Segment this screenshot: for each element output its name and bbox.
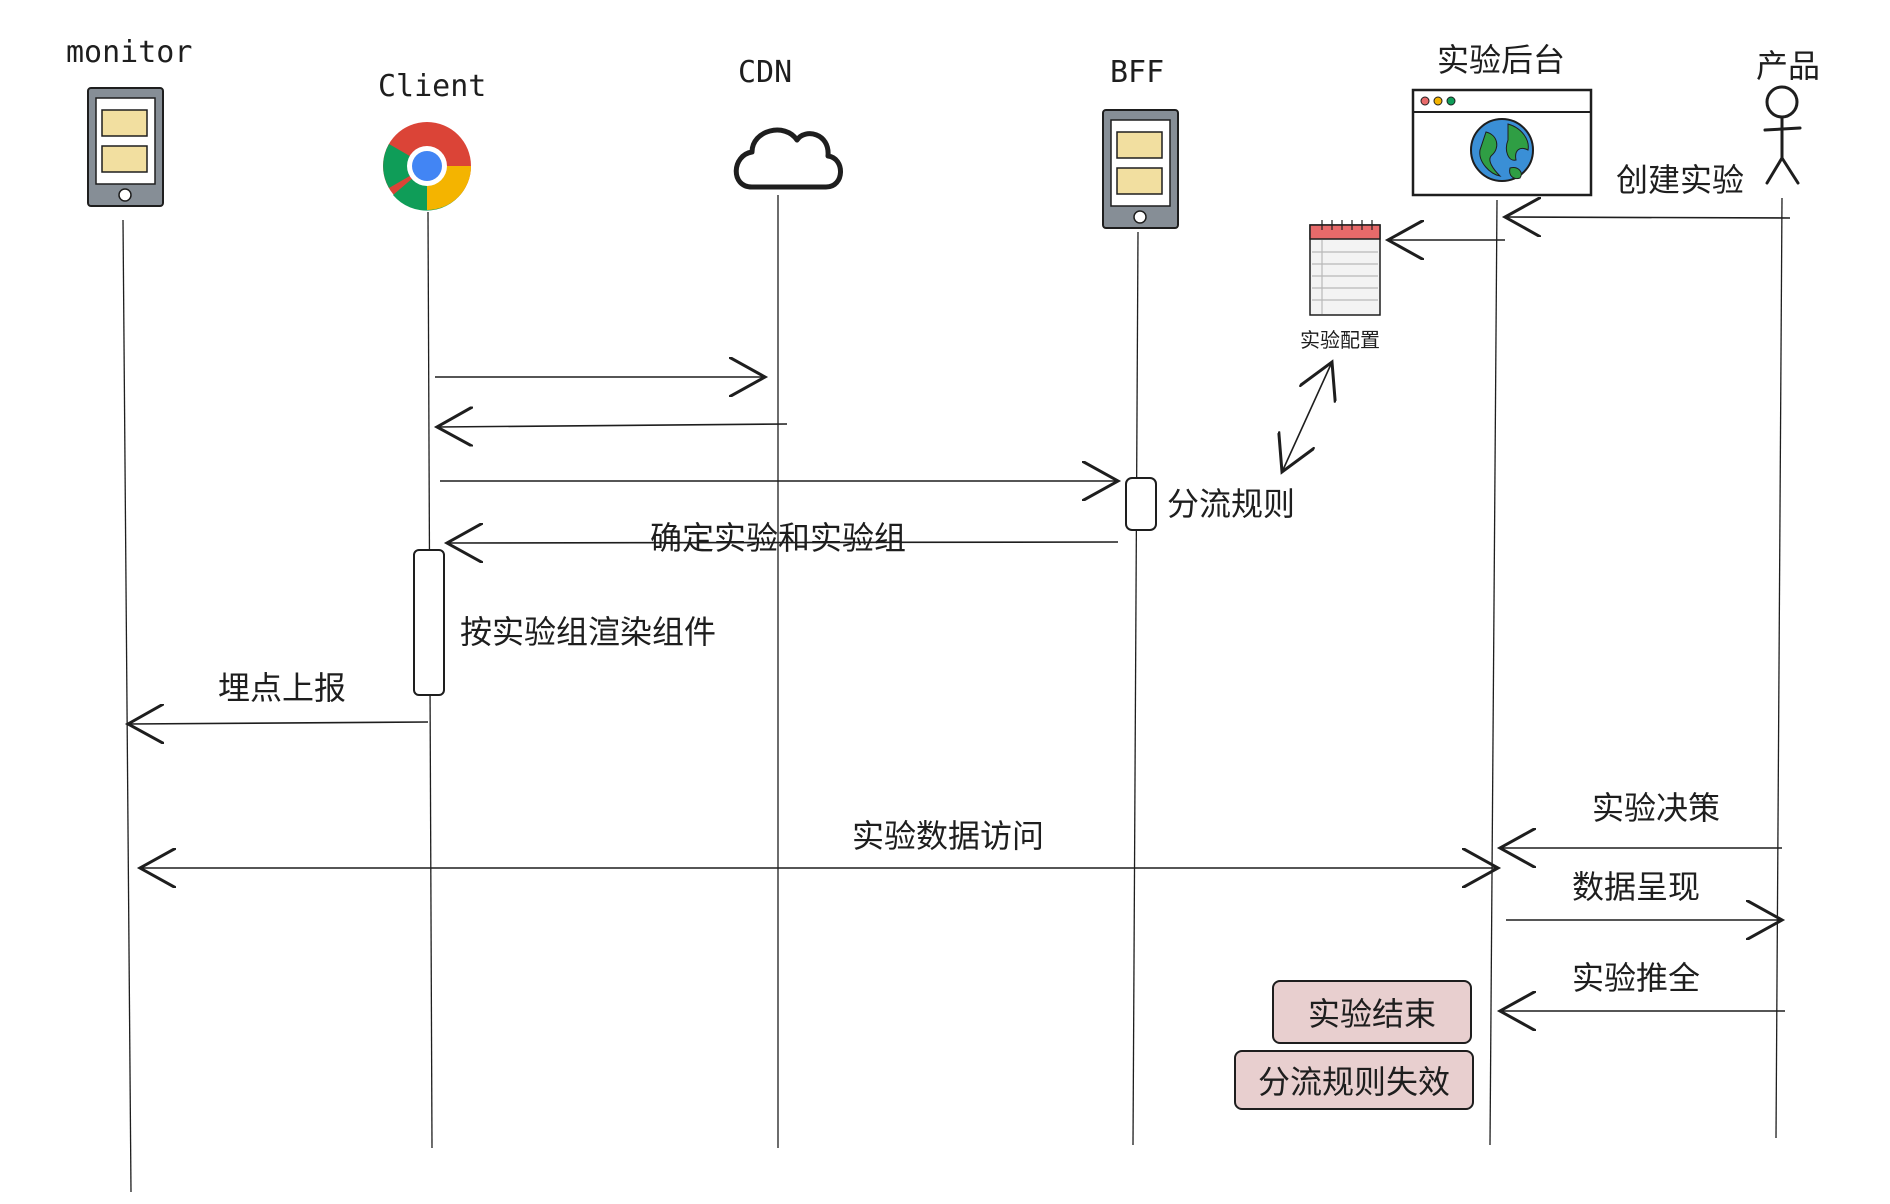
lifeline-bff bbox=[1132, 231, 1139, 1146]
config-sheet-icon bbox=[1309, 220, 1381, 316]
config-label: 实验配置 bbox=[1300, 328, 1380, 352]
client-activation-box bbox=[413, 549, 445, 696]
data-presentation-label: 数据呈现 bbox=[1572, 868, 1701, 906]
arrow-product-to-backend-create bbox=[1505, 217, 1791, 218]
arrow-cdn-to-client-response bbox=[437, 424, 788, 427]
experiment-end-note: 实验结束 bbox=[1272, 980, 1472, 1044]
create-experiment-label: 创建实验 bbox=[1616, 161, 1745, 199]
participant-client-label: Client bbox=[378, 69, 487, 104]
arrow-bff-to-client-group bbox=[447, 542, 1119, 543]
lifeline-backend bbox=[1489, 199, 1498, 1146]
split-rules-label: 分流规则 bbox=[1167, 485, 1296, 523]
arrow-client-to-monitor-report bbox=[128, 722, 429, 724]
monitor-device-icon bbox=[87, 87, 164, 207]
participant-monitor-label: monitor bbox=[66, 35, 193, 70]
arrow-config-bff-sync bbox=[1282, 362, 1332, 472]
determine-group-label: 确定实验和实验组 bbox=[650, 519, 907, 557]
split-rules-expire-note: 分流规则失效 bbox=[1234, 1050, 1474, 1110]
experiment-rollout-label: 实验推全 bbox=[1572, 959, 1701, 997]
cloud-icon bbox=[733, 127, 843, 190]
render-components-label: 按实验组渲染组件 bbox=[460, 613, 717, 651]
participant-bff-label: BFF bbox=[1110, 55, 1165, 90]
bff-activation-box bbox=[1125, 477, 1157, 531]
product-actor-icon bbox=[1763, 85, 1802, 185]
browser-window-icon bbox=[1411, 88, 1593, 197]
lifeline-product bbox=[1775, 197, 1783, 1139]
participant-backend-label: 实验后台 bbox=[1437, 41, 1566, 79]
chrome-icon bbox=[383, 122, 471, 211]
tracking-report-label: 埋点上报 bbox=[218, 669, 347, 707]
experiment-decision-label: 实验决策 bbox=[1592, 789, 1721, 827]
data-access-label: 实验数据访问 bbox=[852, 817, 1045, 855]
bff-device-icon bbox=[1102, 109, 1179, 229]
participant-cdn-label: CDN bbox=[738, 55, 793, 90]
lifeline-monitor bbox=[122, 219, 132, 1193]
participant-product-label: 产品 bbox=[1756, 47, 1821, 85]
